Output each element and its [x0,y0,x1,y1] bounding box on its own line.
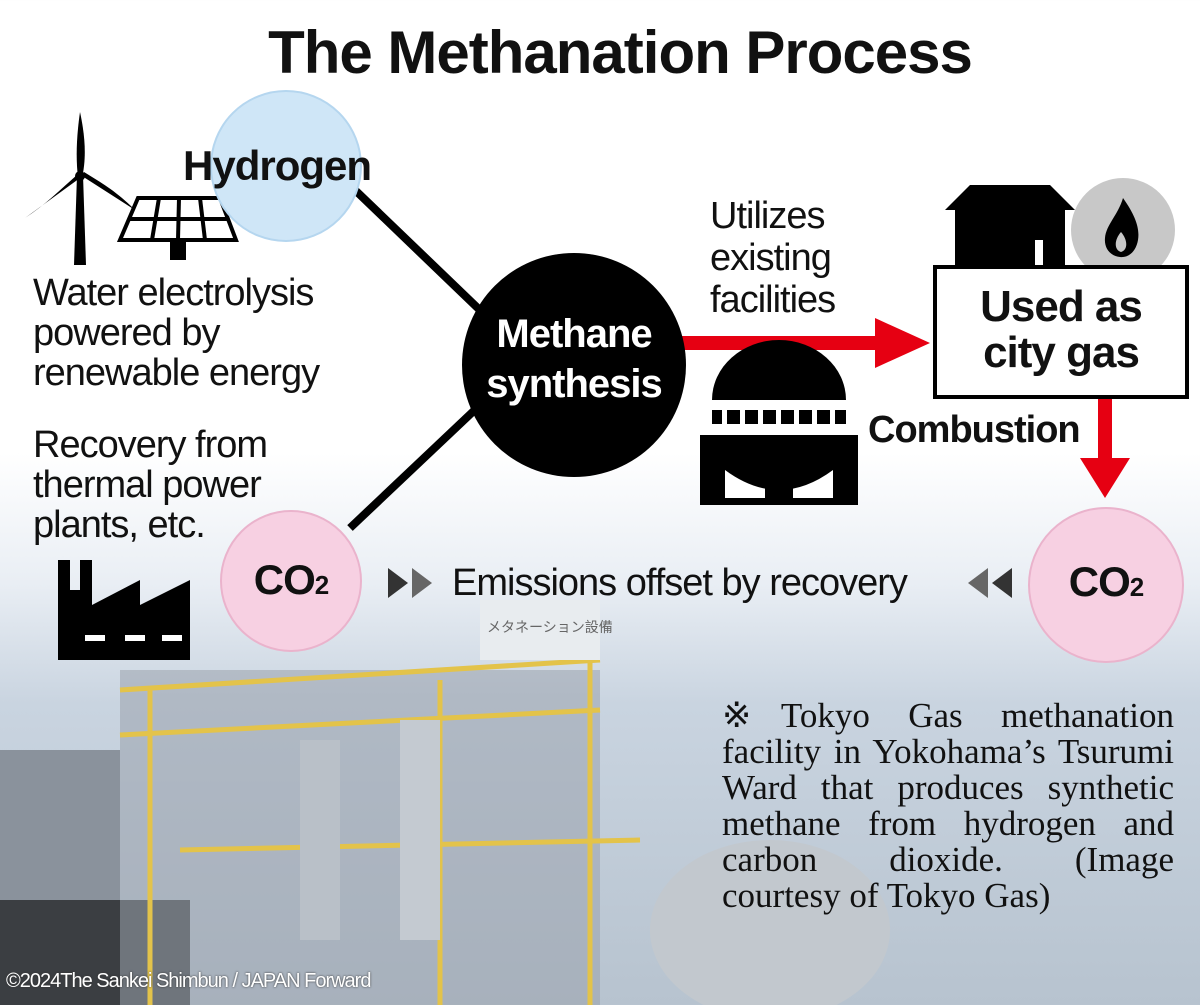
utilizes-line-3: facilities [710,279,836,321]
triangles-left-icon [968,568,1012,598]
methane-synthesis-circle [462,253,686,477]
co2-right-subscript: 2 [1129,572,1145,602]
co2-right-circle [1028,507,1184,663]
city-gas-line1: Used as [980,282,1143,331]
city-gas-line2: city gas [983,328,1140,377]
water-electrolysis-label: Water electrolysis powered by renewable … [33,272,320,394]
utilizes-line-1: Utilizes [710,195,825,237]
co2-right-text: CO [1068,558,1131,605]
photo-sign-text: メタネーション設備 [487,619,613,635]
facility-photo: メタネーション設備 [0,600,890,1005]
wind-turbine-icon [25,112,135,265]
combustion-label: Combustion [868,409,1081,451]
recovery-label: Recovery from thermal power plants, etc. [33,424,268,546]
recovery-line-1: Recovery from [33,424,268,466]
co2-left-subscript: 2 [314,570,330,600]
house-icon [945,185,1075,265]
copyright: ©2024The Sankei Shimbun / JAPAN Forward [6,970,371,992]
factory-icon [58,560,190,660]
co2-left-circle [220,510,362,652]
methane-label-line2: synthesis [486,362,663,406]
utilizes-line-2: existing [710,237,832,279]
methane-label-line1: Methane [496,312,652,356]
co2-right-label: CO2 [1030,561,1182,607]
emissions-label: Emissions offset by recovery [452,562,908,604]
water-line-1: Water electrolysis [33,272,314,314]
photo-caption: ※Tokyo Gas methanation facility in Yokoh… [722,696,1174,915]
co2-left-label: CO2 [222,559,360,605]
city-gas-box [933,265,1189,399]
recovery-line-3: plants, etc. [33,504,206,546]
recovery-line-2: thermal power [33,464,262,506]
hydrogen-circle [210,90,362,242]
page-title: The Methanation Process [268,19,973,86]
gas-holder-icon [700,340,858,505]
triangles-right-icon [388,568,432,598]
water-line-2: powered by [33,312,220,354]
flame-icon [1104,198,1139,258]
water-line-3: renewable energy [33,352,320,394]
arrow-combustion [1080,395,1130,498]
solar-panel-icon [116,196,239,260]
co2-left-text: CO [253,556,316,603]
utilizes-label: Utilizes existing facilities [710,195,836,321]
hydrogen-label: Hydrogen [183,142,372,189]
